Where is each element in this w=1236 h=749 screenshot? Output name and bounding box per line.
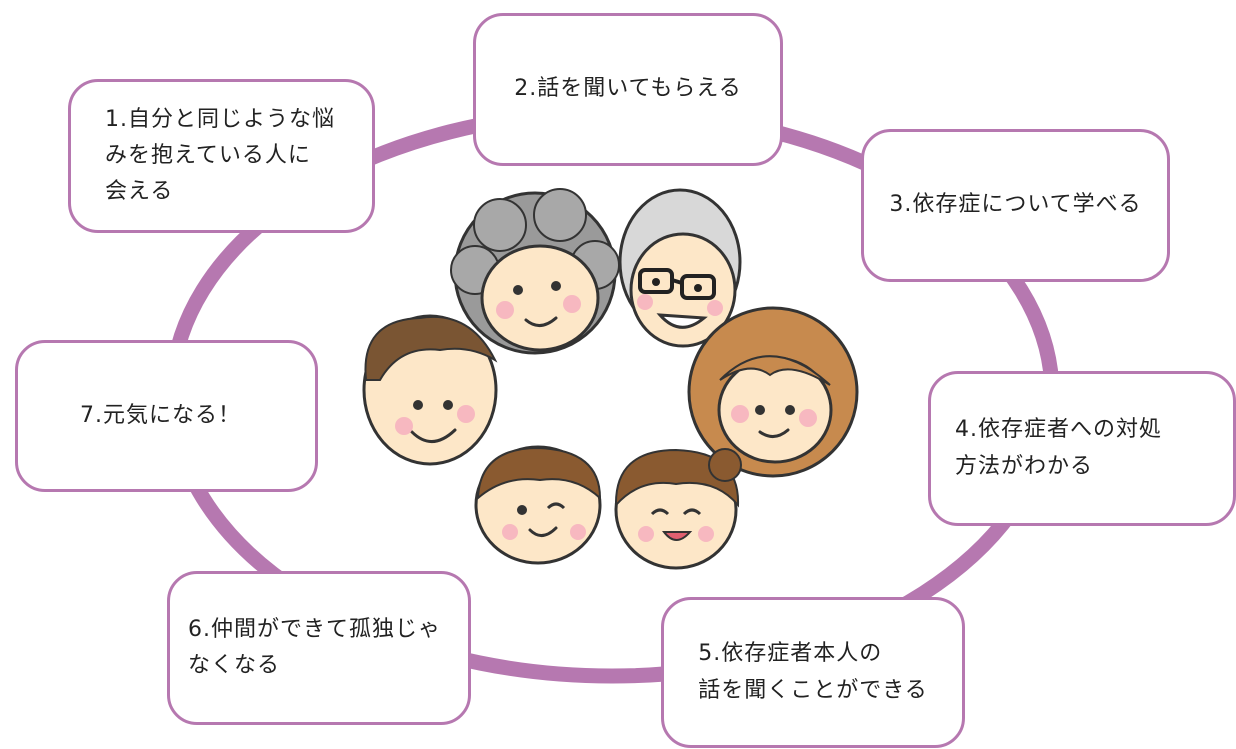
benefit-box-4: 4.依存症者への対処 方法がわかる — [928, 371, 1236, 526]
father-face-icon — [362, 314, 498, 466]
benefit-label-5: 5.依存症者本人の 話を聞くことができる — [698, 641, 928, 703]
benefit-box-6: 6.仲間ができて孤独じゃ なくなる — [167, 571, 471, 725]
benefit-label-7: 7.元気になる！ — [80, 402, 241, 428]
benefit-box-3: 3.依存症について学べる — [861, 129, 1170, 282]
benefit-label-6: 6.仲間ができて孤独じゃ なくなる — [188, 616, 441, 678]
benefit-box-7: 7.元気になる！ — [15, 340, 318, 492]
grandmother-face-icon — [450, 188, 620, 355]
benefit-label-4: 4.依存症者への対処 方法がわかる — [955, 417, 1162, 479]
boy-face-icon — [474, 445, 602, 565]
benefit-box-2: 2.話を聞いてもらえる — [473, 13, 783, 166]
benefit-label-1: 1.自分と同じような悩 みを抱えている人に 会える — [105, 106, 335, 205]
benefit-box-1: 1.自分と同じような悩 みを抱えている人に 会える — [68, 79, 375, 233]
mother-face-icon — [687, 306, 859, 478]
grandfather-face-icon — [618, 188, 742, 348]
benefit-label-2: 2.話を聞いてもらえる — [514, 76, 742, 102]
girl-face-icon — [614, 448, 742, 570]
benefit-box-5: 5.依存症者本人の 話を聞くことができる — [661, 597, 965, 748]
benefit-label-3: 3.依存症について学べる — [889, 192, 1142, 218]
